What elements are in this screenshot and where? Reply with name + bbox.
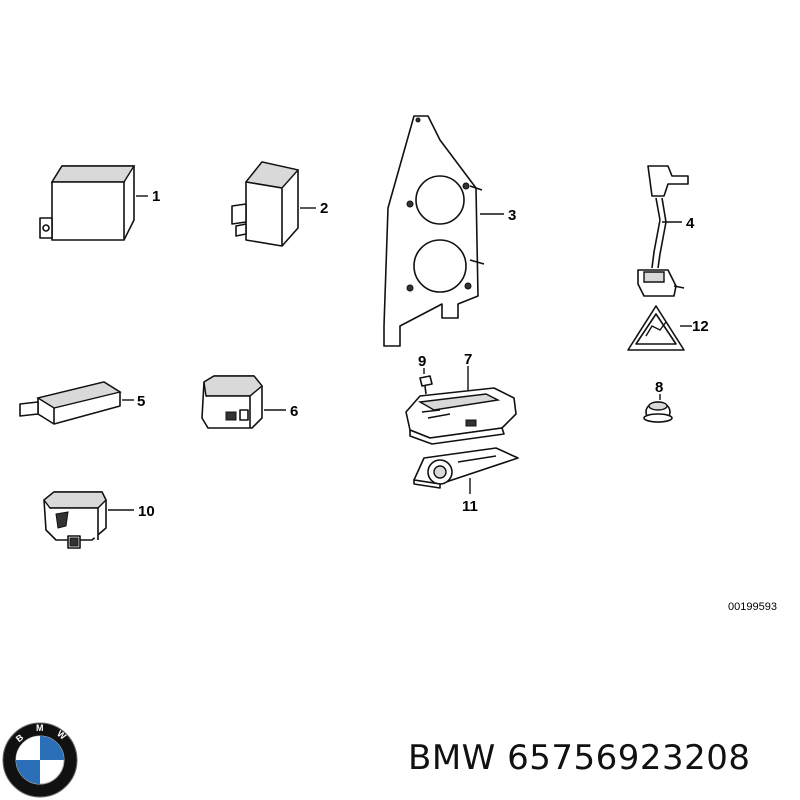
part-7-transmitter [405, 387, 517, 445]
svg-text:B: B [14, 732, 26, 744]
part-4-wiring-harness [637, 165, 689, 297]
callout-1: 1 [152, 188, 160, 205]
callout-4: 4 [686, 215, 695, 232]
part-12-warning-label [627, 305, 685, 351]
part-6-switch [201, 375, 263, 429]
callout-3: 3 [508, 207, 516, 224]
part-8-grommet [643, 401, 673, 423]
callout-9: 9 [418, 353, 426, 370]
bmw-logo: B M W [2, 722, 78, 798]
callout-12: 12 [692, 318, 709, 335]
svg-text:M: M [36, 723, 44, 733]
part-11-holder [413, 447, 519, 489]
part-5-sensor [19, 381, 122, 425]
callout-8: 8 [655, 379, 663, 396]
callout-5: 5 [137, 393, 145, 410]
drawing-code: 00199593 [728, 601, 777, 613]
part-1-control-unit [39, 165, 136, 241]
part-3-bracket [383, 115, 485, 347]
callout-10: 10 [138, 503, 155, 520]
part-2-module [231, 161, 300, 247]
callout-7: 7 [464, 351, 472, 368]
callout-6: 6 [290, 403, 298, 420]
part-10-cover [43, 491, 107, 549]
part-9-screw [419, 375, 433, 395]
callout-11: 11 [462, 498, 478, 515]
part-number-label: BMW 65756923208 [408, 738, 751, 778]
callout-2: 2 [320, 200, 328, 217]
